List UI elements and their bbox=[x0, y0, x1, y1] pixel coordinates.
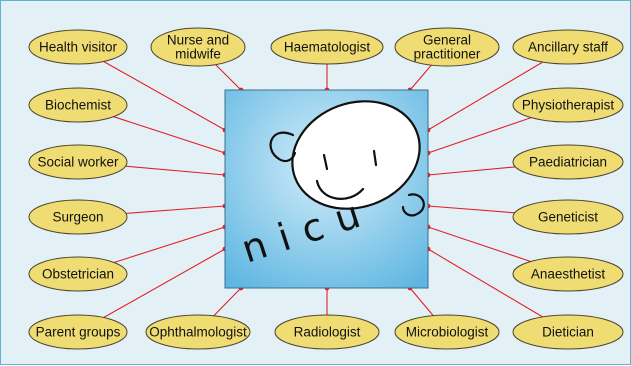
node-physiotherapist: Physiotherapist bbox=[513, 88, 623, 122]
connector-nurse-and-midwife bbox=[216, 65, 241, 90]
node-paediatrician: Paediatrician bbox=[513, 145, 623, 179]
node-label-obstetrician: Obstetrician bbox=[42, 267, 114, 282]
node-anaesthetist: Anaesthetist bbox=[513, 257, 623, 291]
node-label-ophthalmologist: Ophthalmologist bbox=[149, 325, 247, 340]
connector-general-practitioner bbox=[410, 65, 431, 90]
node-social-worker: Social worker bbox=[29, 145, 127, 179]
connector-social-worker bbox=[126, 166, 226, 175]
node-label-nurse-and-midwife: midwife bbox=[175, 47, 221, 62]
connector-anaesthetist bbox=[428, 227, 531, 262]
node-label-geneticist: Geneticist bbox=[538, 210, 598, 225]
connector-geneticist bbox=[428, 206, 515, 213]
node-obstetrician: Obstetrician bbox=[29, 257, 127, 291]
connector-ophthalmologist bbox=[214, 288, 241, 316]
node-label-microbiologist: Microbiologist bbox=[406, 325, 489, 340]
node-label-anaesthetist: Anaesthetist bbox=[531, 267, 606, 282]
node-parent-groups: Parent groups bbox=[29, 315, 127, 349]
connector-physiotherapist bbox=[428, 118, 531, 153]
node-label-general-practitioner: practitioner bbox=[414, 47, 481, 62]
node-label-general-practitioner: General bbox=[423, 33, 471, 48]
connector-paediatrician bbox=[428, 167, 515, 175]
node-label-social-worker: Social worker bbox=[37, 155, 119, 170]
node-label-parent-groups: Parent groups bbox=[36, 325, 121, 340]
node-label-nurse-and-midwife: Nurse and bbox=[167, 33, 229, 48]
connector-obstetrician bbox=[114, 227, 225, 263]
node-geneticist: Geneticist bbox=[513, 200, 623, 234]
node-health-visitor: Health visitor bbox=[29, 30, 127, 64]
node-ophthalmologist: Ophthalmologist bbox=[146, 315, 250, 349]
node-label-ancillary-staff: Ancillary staff bbox=[528, 40, 608, 55]
node-biochemist: Biochemist bbox=[29, 88, 127, 122]
node-microbiologist: Microbiologist bbox=[395, 315, 499, 349]
node-label-dietician: Dietician bbox=[542, 325, 594, 340]
node-label-surgeon: Surgeon bbox=[52, 210, 103, 225]
node-dietician: Dietician bbox=[513, 315, 623, 349]
connector-surgeon bbox=[126, 206, 225, 213]
connector-biochemist bbox=[114, 117, 225, 153]
connector-microbiologist bbox=[410, 288, 433, 316]
node-label-haematologist: Haematologist bbox=[284, 40, 371, 55]
node-label-paediatrician: Paediatrician bbox=[529, 155, 607, 170]
node-label-radiologist: Radiologist bbox=[294, 325, 361, 340]
node-surgeon: Surgeon bbox=[29, 200, 127, 234]
nicu-center-panel: nicu bbox=[225, 84, 435, 288]
node-label-biochemist: Biochemist bbox=[45, 98, 111, 113]
node-radiologist: Radiologist bbox=[275, 315, 379, 349]
connector-parent-groups bbox=[104, 249, 225, 318]
node-ancillary-staff: Ancillary staff bbox=[513, 30, 623, 64]
node-haematologist: Haematologist bbox=[271, 30, 383, 64]
node-label-health-visitor: Health visitor bbox=[39, 40, 118, 55]
node-label-physiotherapist: Physiotherapist bbox=[522, 98, 615, 113]
